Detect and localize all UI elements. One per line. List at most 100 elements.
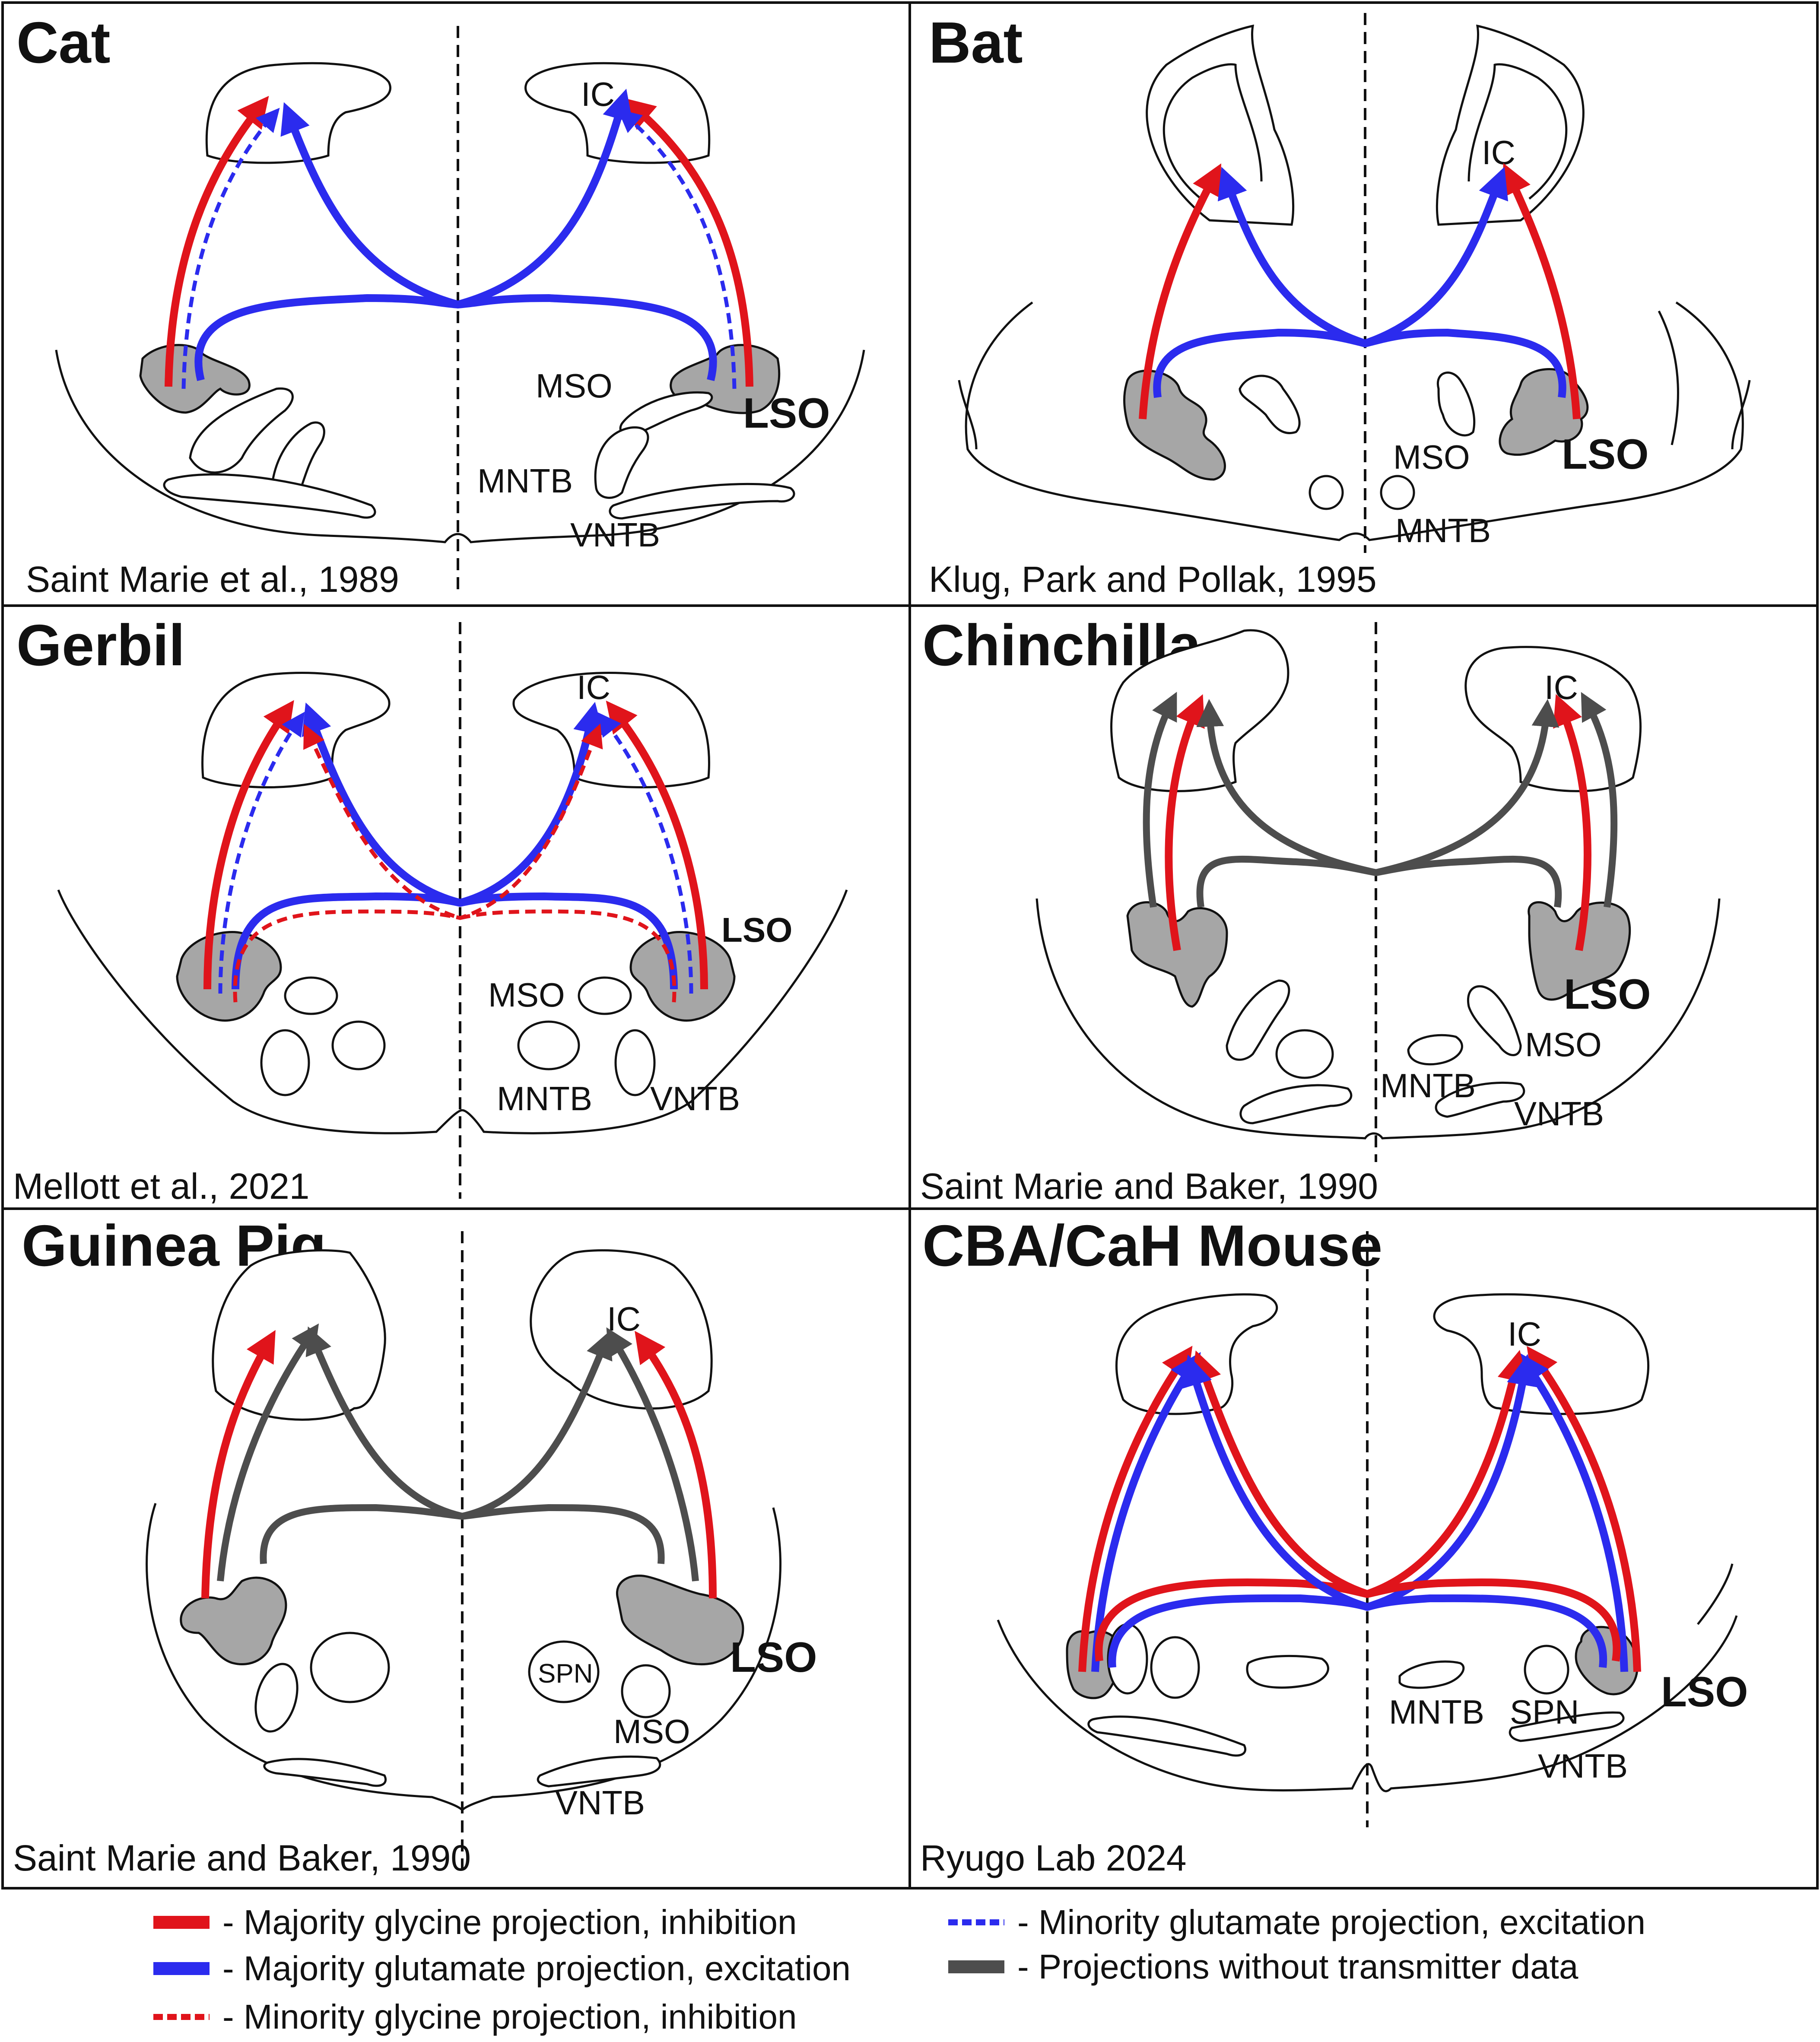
brainstem-outline <box>57 889 848 1134</box>
mntb-left <box>1309 475 1344 510</box>
lso-right <box>1528 901 1631 1001</box>
projection-ipsi-nodata-right <box>606 1327 699 1582</box>
species-title: Gerbil <box>16 613 185 678</box>
spn-label: SPN <box>1510 1693 1579 1731</box>
panel-cba-mouse: CBA/CaH Mouse Ryugo Lab 2024 IC MNTB SPN… <box>920 1213 1748 1878</box>
mso-label: MSO <box>1393 438 1470 476</box>
citation: Mellott et al., 2021 <box>13 1166 309 1207</box>
mso-left <box>284 976 338 1015</box>
projection-contra-glycine-right <box>1191 1350 1621 1662</box>
mntb-label: MNTB <box>497 1080 592 1118</box>
projection-contra-glutamate-right <box>1182 1354 1607 1668</box>
lso-left <box>1123 369 1226 481</box>
mso-left-2 <box>1246 1655 1329 1689</box>
lso-right <box>616 1574 744 1666</box>
projection-ipsi-glycine-right <box>606 700 708 990</box>
lso-label: LSO <box>1564 970 1651 1018</box>
vntb-right <box>614 1029 656 1096</box>
mntb-right <box>1398 1660 1465 1689</box>
mntb-label: MNTB <box>1389 1693 1484 1731</box>
spn-right <box>1524 1645 1569 1695</box>
tectum-left-outer <box>1146 24 1295 226</box>
projection-ipsi-glutamate-left <box>1091 1352 1201 1672</box>
ic-label: IC <box>1508 1315 1541 1353</box>
projection-contra-glutamate-right <box>280 102 717 381</box>
projection-contra-glutamate-right <box>302 702 678 990</box>
projection-ipsi-glycine-left <box>201 1330 276 1599</box>
mso-right <box>1436 372 1476 437</box>
projection-ipsi-glycine-left <box>1165 694 1205 951</box>
species-title: CBA/CaH Mouse <box>922 1213 1382 1278</box>
projection-ipsi-glutamate-right <box>1518 1352 1628 1672</box>
mso-left <box>1239 375 1301 435</box>
vntb-right <box>609 483 795 520</box>
vntb-right <box>1509 1711 1625 1742</box>
legend-item-minority-glutamate: - Minority glutamate projection, excitat… <box>948 1903 1645 1941</box>
panel-guinea-pig: Guinea Pig Saint Marie and Baker, 1990 I… <box>13 1213 817 1878</box>
mntb-label: MNTB <box>477 462 573 500</box>
lobe-right <box>1731 380 1751 450</box>
projection-ipsi-glycine-right <box>635 1331 717 1599</box>
mso-right <box>621 1664 671 1718</box>
projection-ipsi-nodata-left <box>217 1323 319 1582</box>
lobe-left <box>958 380 978 450</box>
vntb-right <box>1435 1081 1525 1118</box>
species-title: Cat <box>16 10 111 75</box>
lso-left <box>180 1576 287 1666</box>
legend-item-majority-glycine: - Majority glycine projection, inhibitio… <box>153 1903 797 1941</box>
spn-right <box>528 1640 600 1703</box>
projection-contra-nodata-right <box>305 1326 665 1564</box>
projection-ipsi-glycine-left <box>165 95 269 387</box>
projection-ipsi-glutamate-minor-right <box>597 712 693 994</box>
lso-left <box>176 931 282 1022</box>
legend-label: - Minority glycine projection, inhibitio… <box>222 1998 797 2036</box>
brainstem-outline <box>146 1503 781 1812</box>
projection-contra-glutamate-left <box>194 89 633 381</box>
panel-cat: Cat Saint Marie et al., 1989 IC MSO MNTB… <box>16 10 865 600</box>
ic-label: IC <box>607 1300 641 1338</box>
ic-right <box>1433 1293 1649 1415</box>
ic-label: IC <box>577 668 610 706</box>
vntb-label: VNTB <box>650 1080 740 1118</box>
projection-ipsi-glycine-left <box>1078 1346 1193 1672</box>
ic-label: IC <box>581 75 615 113</box>
mso-right <box>578 976 632 1015</box>
mntb-left <box>1275 1029 1334 1079</box>
tectum-left-inner <box>1163 63 1263 200</box>
projection-contra-glutamate-right <box>1217 167 1566 398</box>
brainstem-outline <box>997 1615 1738 1792</box>
legend-item-majority-glutamate: - Majority glutamate projection, excitat… <box>153 1949 851 1988</box>
lso-label: LSO <box>1661 1668 1748 1715</box>
mso-label: MSO <box>488 976 565 1014</box>
vntb-left <box>163 473 376 519</box>
mso-left <box>189 387 294 474</box>
vntb-left <box>1239 1084 1353 1124</box>
mntb-right <box>1380 475 1415 510</box>
panel-bat: Bat Klug, Park and Pollak, 1995 IC MSO M… <box>929 10 1751 600</box>
mso-right <box>1467 985 1522 1056</box>
projection-ipsi-glutamate-minor-left <box>218 711 305 994</box>
mntb-left <box>310 1632 390 1703</box>
brainstem-outline <box>965 301 1744 541</box>
projection-contra-nodata-left <box>260 1331 613 1564</box>
mntb-label: MNTB <box>1395 511 1491 549</box>
ic-label: IC <box>1544 668 1578 706</box>
legend-item-minority-glycine: - Minority glycine projection, inhibitio… <box>153 1998 797 2036</box>
lso-left <box>1126 901 1228 1008</box>
mntb-left-1 <box>260 1029 310 1096</box>
lso-right <box>629 931 736 1022</box>
citation: Saint Marie and Baker, 1990 <box>13 1838 471 1878</box>
species-title: Bat <box>929 10 1023 75</box>
lso-label: LSO <box>743 389 830 437</box>
ic-label: IC <box>1482 133 1515 171</box>
projection-contra-glutamate-left <box>232 702 604 990</box>
projection-ipsi-glutamate-minor-right <box>617 109 737 389</box>
projection-ipsi-glutamate-minor-left <box>181 108 280 389</box>
projection-contra-glycine-minor-right <box>303 724 677 1003</box>
legend-label: - Majority glycine projection, inhibitio… <box>222 1903 797 1941</box>
lso-left <box>139 344 251 414</box>
brainstem-outline <box>1035 898 1721 1140</box>
lso-label: LSO <box>1562 430 1648 478</box>
projection-contra-glycine-minor-left <box>233 723 603 1003</box>
